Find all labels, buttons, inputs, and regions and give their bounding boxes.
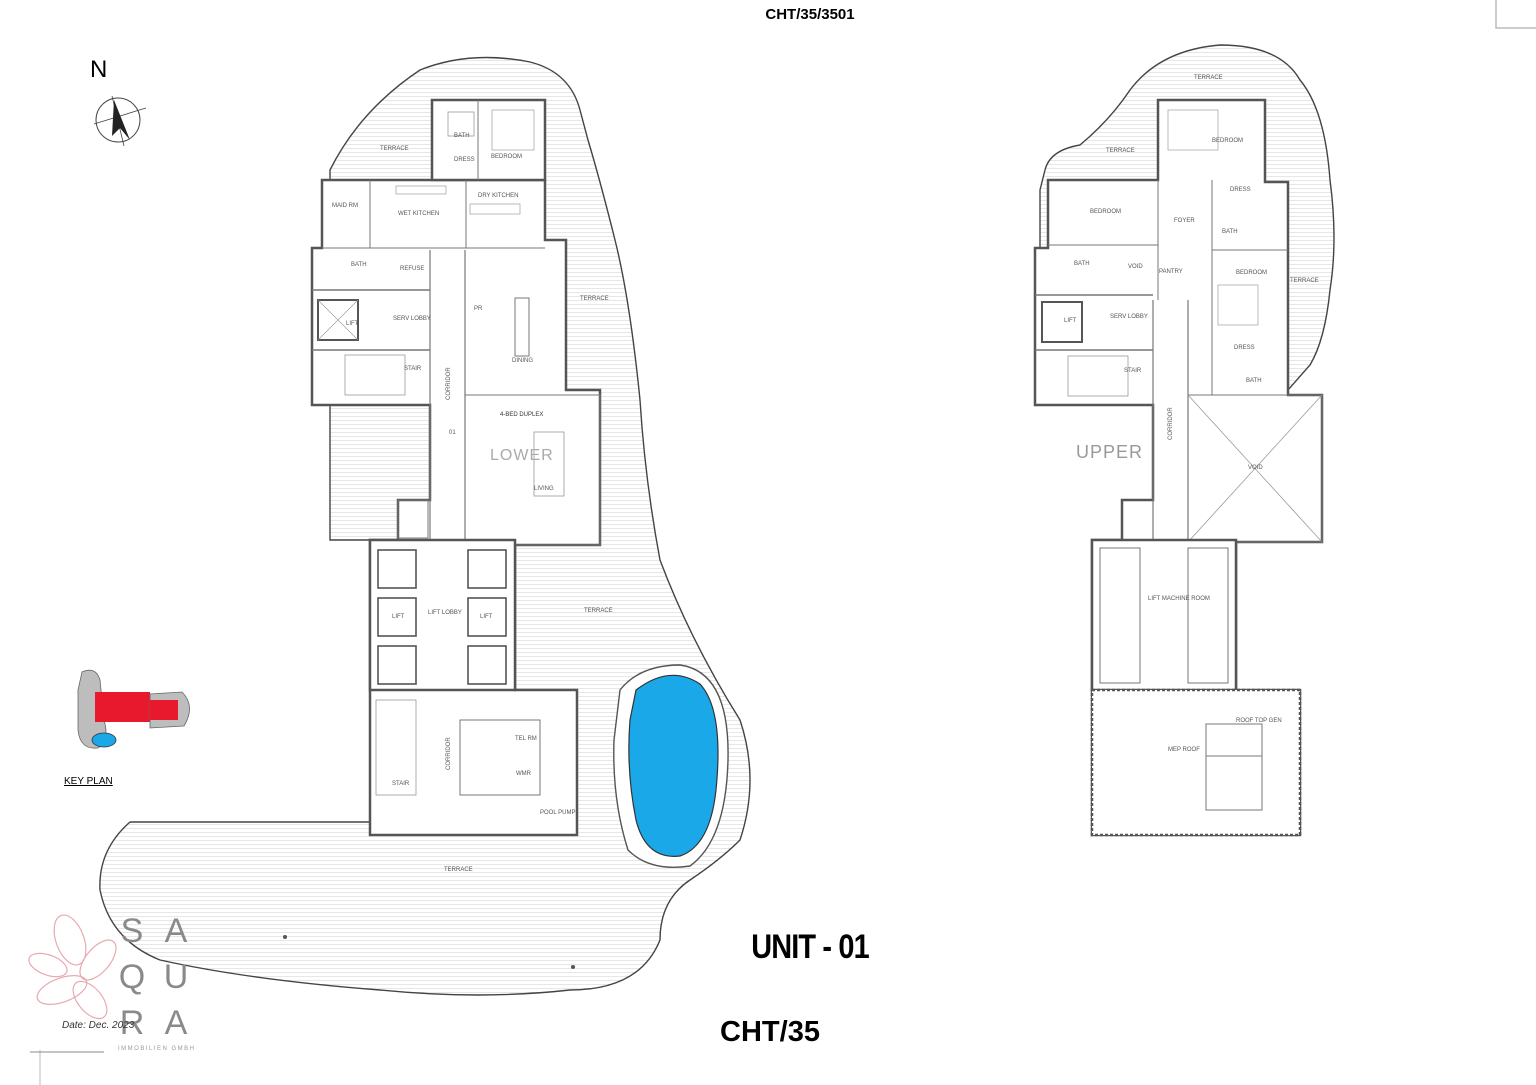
logo-letter: S [120,912,144,950]
room-label: LIVING [534,486,554,492]
room-label: DRESS [454,157,475,163]
room-label: DRESS [1234,345,1255,351]
room-label: LIFT [346,321,359,327]
north-label: N [90,56,108,83]
lower-floor-label: LOWER [490,447,554,464]
room-label: LIFT [480,614,493,620]
room-label: POOL PUMP [540,810,575,816]
corner-mark [1495,0,1536,29]
logo-letter: A [164,912,188,950]
room-label: TERRACE [1194,75,1223,81]
room-label: LIFT LOBBY [428,610,462,616]
logo-letter: Q [118,958,146,996]
room-label: VOID [1128,264,1143,270]
upper-floor-plan [1033,44,1335,837]
room-label: STAIR [1124,368,1142,374]
room-label: VOID [1248,465,1263,471]
room-label: PANTRY [1159,269,1183,275]
room-label: LIFT MACHINE ROOM [1148,596,1210,602]
room-label: SERV LOBBY [1110,314,1148,320]
room-label: TERRACE [584,608,613,614]
date-text: Date: Dec. 2023 [62,1020,135,1031]
unit-title: UNIT - 01 [751,928,869,966]
lower-floor-plan [99,56,751,996]
logo-letter: A [164,1004,188,1042]
logo-subtitle: IMMOBILIEN GMBH [118,1046,196,1052]
room-label: MAID RM [332,203,358,209]
room-label: TERRACE [1290,278,1319,284]
room-label: BATH [1222,229,1238,235]
room-label: BATH [1074,261,1090,267]
room-label: DINING [512,358,533,364]
room-label: BATH [454,133,470,139]
logo-flower-icon [28,914,117,1020]
room-label: CORRIDOR [1168,407,1174,440]
room-label: LIFT [392,614,405,620]
room-label: FOYER [1174,218,1195,224]
room-label: TERRACE [580,296,609,302]
room-label: DRESS [1230,187,1251,193]
room-label: LIFT [1064,318,1077,324]
room-label: TERRACE [380,146,409,152]
document-reference: CHT/35/3501 [765,6,855,23]
project-code: CHT/35 [720,1016,820,1048]
room-label: STAIR [404,366,422,372]
room-label: MEP ROOF [1168,747,1200,753]
logo-letter: R [119,1004,145,1042]
key-plan-label: KEY PLAN [64,776,113,787]
room-label: TERRACE [444,867,473,873]
compass-icon [93,95,147,147]
logo-letter: U [163,958,189,996]
key-plan-thumbnail [77,669,190,749]
room-label: BEDROOM [1090,209,1121,215]
upper-floor-label: UPPER [1076,442,1144,462]
room-label: BATH [351,262,367,268]
room-label: BEDROOM [1236,270,1267,276]
swimming-pool [628,674,719,857]
room-label: PR [474,306,483,312]
room-label: BEDROOM [1212,138,1243,144]
lower-floor-labels: TERRACE BATH DRESS BEDROOM MAID RM WET K… [332,133,613,873]
room-label: ROOF TOP GEN [1236,718,1282,724]
room-label: CORRIDOR [446,737,452,770]
room-label: TEL RM [515,736,537,742]
room-label: BATH [1246,378,1262,384]
duplex-tag: 4-BED DUPLEX [500,412,543,418]
room-label: 01 [449,430,456,436]
room-label: WMR [516,771,532,777]
room-label: STAIR [392,781,410,787]
upper-floor-labels: TERRACE TERRACE BEDROOM BEDROOM DRESS FO… [1064,75,1319,753]
room-label: REFUSE [400,266,424,272]
room-label: WET KITCHEN [398,211,439,217]
room-label: BEDROOM [491,154,522,160]
room-label: CORRIDOR [446,367,452,400]
room-label: TERRACE [1106,148,1135,154]
room-label: DRY KITCHEN [478,193,518,199]
room-label: SERV LOBBY [393,316,431,322]
